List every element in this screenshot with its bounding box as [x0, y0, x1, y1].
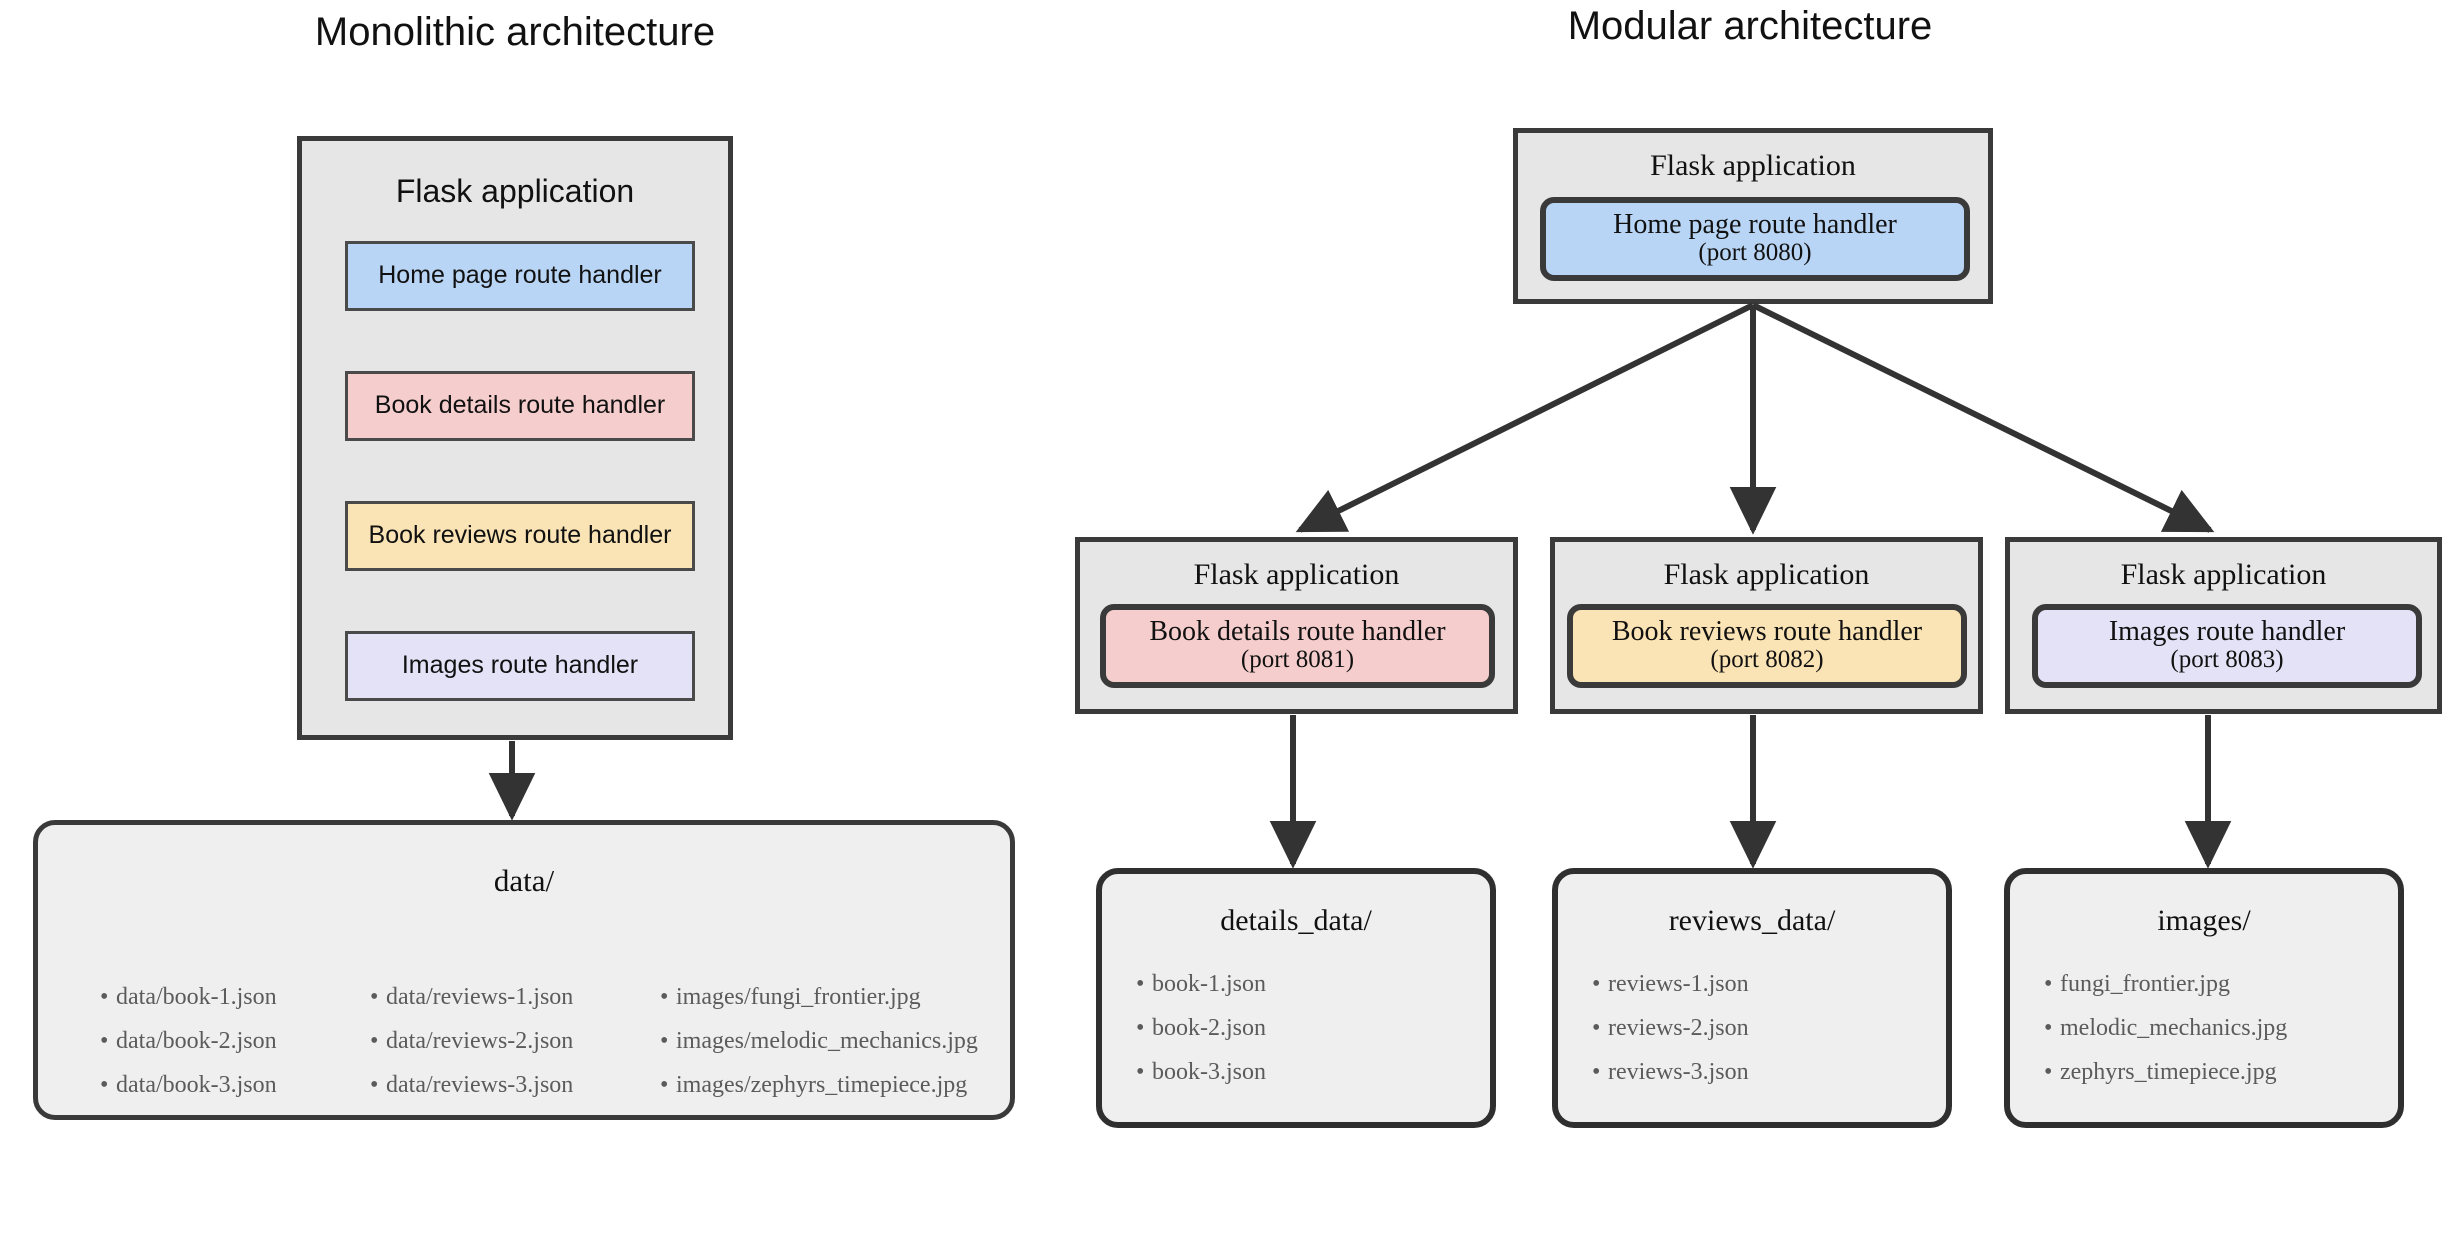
modular-root-flask-application: Flask application Home page route handle…: [1513, 128, 1993, 304]
list-item: • book-1.json: [1136, 962, 1266, 1006]
handler-port: (port 8082): [1710, 646, 1824, 674]
bullet-icon: •: [370, 1028, 379, 1054]
handler-label: Images route handler: [2108, 615, 2346, 647]
file-column: • data/book-1.json • data/book-2.json • dat…: [100, 975, 370, 1107]
bullet-icon: •: [100, 1072, 109, 1098]
monolithic-data-store-title: data/: [493, 863, 555, 898]
list-item: • melodic_mechanics.jpg: [2044, 1006, 2287, 1050]
handler-port: (port 8083): [2170, 646, 2284, 674]
handler-images[interactable]: Images route handler: [345, 631, 695, 701]
modular-app-title: Flask application: [1193, 558, 1400, 591]
handler-book-reviews[interactable]: Book reviews route handler: [345, 501, 695, 571]
handler-home-page[interactable]: Home page route handler: [345, 241, 695, 311]
file-list: • fungi_frontier.jpg • melodic_mechanics.j…: [2044, 962, 2287, 1094]
monolithic-flask-application: Flask application Home page route handle…: [297, 136, 733, 740]
file-column: • data/reviews-1.json • data/reviews-2.jso…: [370, 975, 640, 1107]
data-store-images: images/ • fungi_frontier.jpg • melodic_mec…: [2004, 868, 2404, 1128]
list-item-label: reviews-2.json: [1608, 1015, 1749, 1041]
list-item-label: data/book-2.json: [116, 1028, 277, 1054]
bullet-icon: •: [2044, 971, 2053, 997]
handler-port: (port 8080): [1698, 239, 1812, 267]
modular-app-title: Flask application: [1663, 558, 1870, 591]
data-store-reviews: reviews_data/ • reviews-1.json • reviews-2…: [1552, 868, 1952, 1128]
list-item-label: reviews-3.json: [1608, 1059, 1749, 1085]
list-item: • data/reviews-1.json: [370, 975, 640, 1019]
handler-book-details[interactable]: Book details route handler: [345, 371, 695, 441]
handler-book-reviews-8082[interactable]: Book reviews route handler (port 8082): [1567, 604, 1967, 688]
file-list: • reviews-1.json • reviews-2.json • reviews…: [1592, 962, 1749, 1094]
bullet-icon: •: [660, 984, 669, 1010]
list-item: • book-3.json: [1136, 1050, 1266, 1094]
arrow-root-to-images: [1751, 302, 2215, 533]
list-item-label: images/fungi_frontier.jpg: [676, 984, 921, 1010]
data-store-title: details_data/: [1220, 904, 1372, 937]
list-item: • images/zephyrs_timepiece.jpg: [660, 1063, 1000, 1107]
data-store-title: images/: [2157, 904, 2251, 937]
modular-panel-title: Modular architecture: [1567, 4, 1933, 48]
list-item-label: zephyrs_timepiece.jpg: [2060, 1059, 2277, 1085]
list-item-label: data/reviews-1.json: [386, 984, 574, 1010]
list-item: • zephyrs_timepiece.jpg: [2044, 1050, 2287, 1094]
bullet-icon: •: [100, 1028, 109, 1054]
bullet-icon: •: [1136, 1059, 1145, 1085]
list-item: • fungi_frontier.jpg: [2044, 962, 2287, 1006]
list-item: • reviews-2.json: [1592, 1006, 1749, 1050]
data-store-details: details_data/ • book-1.json • book-2.json …: [1096, 868, 1496, 1128]
handler-images-8083[interactable]: Images route handler (port 8083): [2032, 604, 2422, 688]
list-item-label: reviews-1.json: [1608, 971, 1749, 997]
bullet-icon: •: [2044, 1015, 2053, 1041]
list-item-label: images/zephyrs_timepiece.jpg: [676, 1072, 968, 1098]
modular-flask-application-images: Flask application Images route handler (…: [2005, 537, 2442, 714]
modular-flask-application-reviews: Flask application Book reviews route han…: [1550, 537, 1983, 714]
list-item: • reviews-3.json: [1592, 1050, 1749, 1094]
list-item-label: data/reviews-2.json: [386, 1028, 574, 1054]
list-item-label: data/book-1.json: [116, 984, 277, 1010]
list-item-label: data/reviews-3.json: [386, 1072, 574, 1098]
modular-root-app-title: Flask application: [1650, 149, 1856, 182]
monolithic-file-columns: • data/book-1.json • data/book-2.json • dat…: [38, 975, 1010, 1107]
handler-label: Book details route handler: [1149, 615, 1446, 647]
handler-book-details-8081[interactable]: Book details route handler (port 8081): [1100, 604, 1495, 688]
list-item: • data/reviews-2.json: [370, 1019, 640, 1063]
bullet-icon: •: [2044, 1059, 2053, 1085]
list-item: • data/reviews-3.json: [370, 1063, 640, 1107]
list-item: • images/fungi_frontier.jpg: [660, 975, 1000, 1019]
list-item-label: book-2.json: [1152, 1015, 1266, 1041]
monolithic-panel-title: Monolithic architecture: [314, 10, 716, 54]
monolithic-app-title: Flask application: [395, 173, 635, 209]
list-item-label: book-3.json: [1152, 1059, 1266, 1085]
list-item-label: images/melodic_mechanics.jpg: [676, 1028, 978, 1054]
arrow-root-to-details: [1295, 302, 1755, 533]
list-item-label: book-1.json: [1152, 971, 1266, 997]
list-item: • data/book-1.json: [100, 975, 370, 1019]
bullet-icon: •: [370, 1072, 379, 1098]
list-item: • data/book-3.json: [100, 1063, 370, 1107]
handler-port: (port 8081): [1240, 646, 1355, 674]
bullet-icon: •: [100, 984, 109, 1010]
bullet-icon: •: [1136, 971, 1145, 997]
list-item: • images/melodic_mechanics.jpg: [660, 1019, 1000, 1063]
bullet-icon: •: [660, 1072, 669, 1098]
file-column: • images/fungi_frontier.jpg • images/melod…: [660, 975, 1000, 1107]
bullet-icon: •: [1592, 971, 1601, 997]
bullet-icon: •: [1592, 1015, 1601, 1041]
modular-app-title: Flask application: [2120, 558, 2327, 591]
modular-flask-application-details: Flask application Book details route han…: [1075, 537, 1518, 714]
bullet-icon: •: [1592, 1059, 1601, 1085]
handler-home-page-8080[interactable]: Home page route handler (port 8080): [1540, 197, 1970, 281]
list-item: • reviews-1.json: [1592, 962, 1749, 1006]
list-item: • book-2.json: [1136, 1006, 1266, 1050]
bullet-icon: •: [370, 984, 379, 1010]
list-item: • data/book-2.json: [100, 1019, 370, 1063]
list-item-label: melodic_mechanics.jpg: [2060, 1015, 2288, 1041]
list-item-label: data/book-3.json: [116, 1072, 277, 1098]
file-list: • book-1.json • book-2.json • book-3.json: [1136, 962, 1266, 1094]
handler-label: Book reviews route handler: [1611, 615, 1923, 647]
handler-label: Home page route handler: [1613, 208, 1897, 240]
monolithic-data-store: data/ • data/book-1.json • data/book-2.jso…: [33, 820, 1015, 1120]
bullet-icon: •: [1136, 1015, 1145, 1041]
bullet-icon: •: [660, 1028, 669, 1054]
data-store-title: reviews_data/: [1668, 904, 1836, 937]
list-item-label: fungi_frontier.jpg: [2060, 971, 2230, 997]
